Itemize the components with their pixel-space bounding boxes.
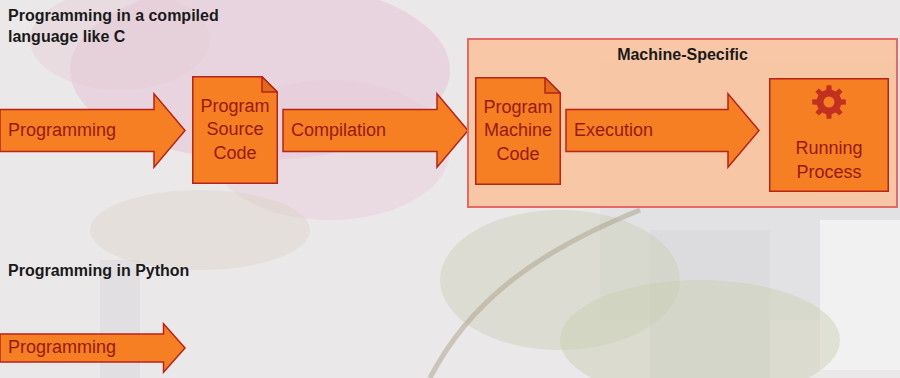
node-label: Program Machine Code xyxy=(481,96,555,166)
machine-panel: Machine-SpecificProgram Machine Code Exec… xyxy=(467,38,898,208)
section-heading: Programming in Python xyxy=(8,261,268,282)
node-label: Compilation xyxy=(291,119,386,142)
panel-heading: Machine-Specific xyxy=(467,45,898,66)
section-heading: Programming in a compiled language like … xyxy=(8,6,258,48)
process-arrow: Compilation xyxy=(283,93,469,168)
node-label: Execution xyxy=(574,119,653,142)
node-label: Running Process xyxy=(775,137,883,184)
process-arrow: Programming xyxy=(0,93,186,168)
node-label: Programming xyxy=(8,336,116,359)
node-label: Programming xyxy=(8,119,116,142)
process-arrow: Execution xyxy=(566,93,760,168)
gear-icon xyxy=(812,85,846,119)
document-shape: Program Source Code xyxy=(192,76,278,184)
node-label: Program Source Code xyxy=(198,95,272,165)
process-box: Running Process xyxy=(769,78,889,192)
document-shape: Program Machine Code xyxy=(475,77,561,185)
process-arrow: Programming xyxy=(0,323,186,373)
